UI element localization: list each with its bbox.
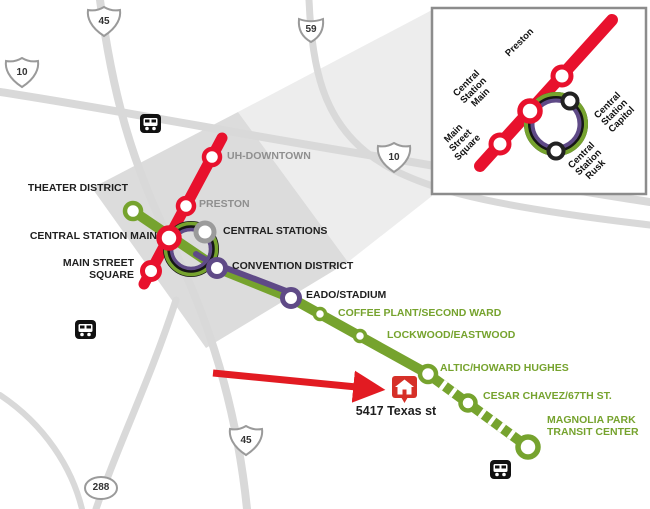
highway-number-59: 59 bbox=[305, 24, 317, 35]
station-label-central-station-main: CENTRAL STATION MAIN bbox=[29, 230, 157, 242]
station-label-main-street-square: MAIN STREET SQUARE bbox=[62, 257, 134, 281]
station-label-eado-stadium: EADO/STADIUM bbox=[306, 289, 387, 301]
station-dot-coffee-plant bbox=[312, 306, 328, 322]
address-label: 5417 Texas st bbox=[355, 404, 437, 418]
pointer-arrow bbox=[212, 369, 386, 403]
station-dot-theater-district bbox=[122, 200, 144, 222]
park-and-ride-bus-icon bbox=[75, 320, 96, 339]
house-marker-icon bbox=[392, 376, 417, 403]
station-label-theater-district: THEATER DISTRICT bbox=[27, 182, 128, 194]
park-and-ride-bus-icon bbox=[140, 114, 161, 133]
station-label-coffee-plant: COFFEE PLANT/SECOND WARD bbox=[338, 307, 502, 319]
station-dot-main-street-square bbox=[140, 260, 162, 282]
downtown-inset bbox=[430, 6, 648, 196]
highway-number-10-left: 10 bbox=[16, 67, 28, 78]
station-dot-convention-district bbox=[206, 257, 228, 279]
station-dot-preston bbox=[175, 195, 197, 217]
station-label-altic: ALTIC/HOWARD HUGHES bbox=[440, 362, 569, 374]
road-minor bbox=[0, 392, 85, 509]
inset-station-dot-preston bbox=[550, 64, 574, 88]
station-dot-eado-stadium bbox=[280, 287, 302, 309]
highway-number-45-top: 45 bbox=[98, 16, 110, 27]
station-dot-altic bbox=[417, 363, 439, 385]
station-dot-lockwood bbox=[352, 328, 368, 344]
highway-number-45-bottom: 45 bbox=[240, 435, 252, 446]
station-dot-cesar-chavez bbox=[458, 393, 478, 413]
station-dot-central-stations bbox=[193, 220, 217, 244]
station-label-central-stations: CENTRAL STATIONS bbox=[223, 225, 328, 237]
inset-station-dot-main-street-square bbox=[488, 132, 512, 156]
inset-station-dot-central-station-rusk bbox=[546, 141, 566, 161]
tx-288-shield bbox=[84, 476, 118, 500]
station-dot-central-station-main bbox=[156, 225, 182, 251]
inset-zoom-wedge bbox=[238, 10, 432, 262]
station-label-cesar-chavez: CESAR CHAVEZ/67TH ST. bbox=[483, 390, 612, 402]
highway-number-288: 288 bbox=[92, 482, 110, 493]
station-dot-magnolia-park bbox=[515, 434, 541, 460]
station-label-lockwood: LOCKWOOD/EASTWOOD bbox=[387, 329, 516, 341]
park-and-ride-bus-icon bbox=[490, 460, 511, 479]
road-us59 bbox=[305, 0, 650, 229]
station-label-magnolia-park: MAGNOLIA PARK TRANSIT CENTER bbox=[547, 414, 639, 438]
inset-station-dot-central-station-capitol bbox=[560, 91, 580, 111]
station-label-uh-downtown: UH-DOWNTOWN bbox=[227, 150, 311, 162]
station-dot-uh-downtown bbox=[201, 146, 223, 168]
inset-station-dot-central-station-main bbox=[517, 98, 543, 124]
station-label-preston: PRESTON bbox=[199, 198, 250, 210]
highway-number-10-right: 10 bbox=[388, 152, 400, 163]
station-label-convention-district: CONVENTION DISTRICT bbox=[232, 260, 354, 272]
